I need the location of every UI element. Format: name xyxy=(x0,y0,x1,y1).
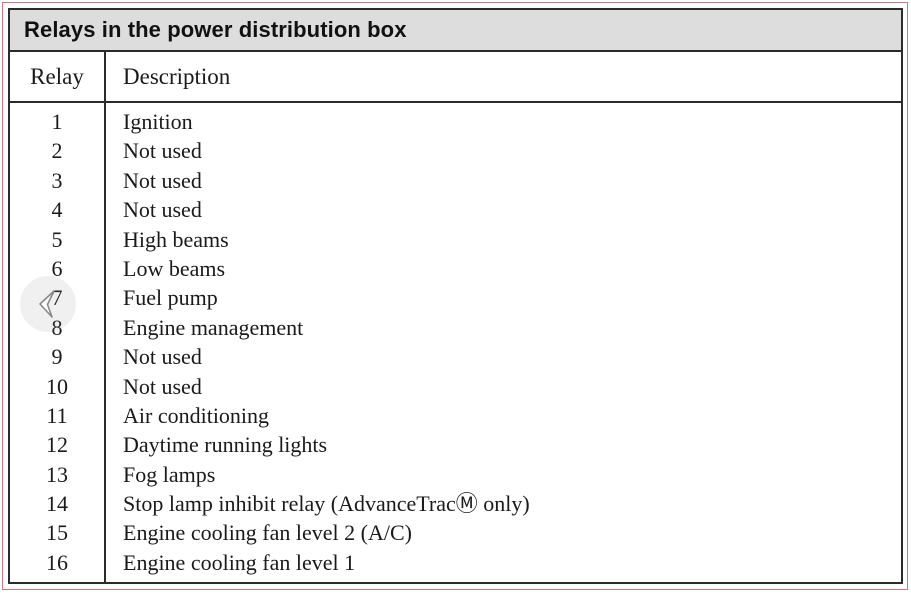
relay-number-cell: 14 xyxy=(46,491,68,517)
relay-number-cell: 2 xyxy=(51,138,63,164)
relay-number-cell: 5 xyxy=(51,226,63,252)
table-body: 1 2 3 4 5 6 7 8 9 10 11 12 13 14 15 16 I… xyxy=(10,103,901,582)
relay-description-cell: Fog lamps xyxy=(123,461,216,487)
relay-description-cell: Not used xyxy=(123,197,202,223)
relay-description-column: Ignition Not used Not used Not used High… xyxy=(106,103,901,582)
relay-description-cell: Not used xyxy=(123,373,202,399)
column-header-description: Description xyxy=(106,52,901,101)
relay-description-cell: Low beams xyxy=(123,255,226,281)
relay-description-cell: Daytime running lights xyxy=(123,432,328,458)
relay-number-column: 1 2 3 4 5 6 7 8 9 10 11 12 13 14 15 16 xyxy=(10,103,106,582)
relay-description-cell: High beams xyxy=(123,226,229,252)
relay-number-cell: 1 xyxy=(51,109,63,134)
column-header-relay: Relay xyxy=(10,52,106,101)
relay-description-cell: Stop lamp inhibit relay (AdvanceTracⓂ on… xyxy=(123,491,530,517)
relay-number-cell: 11 xyxy=(46,402,68,428)
relay-number-cell: 3 xyxy=(51,167,63,193)
relay-number-cell: 15 xyxy=(46,520,68,546)
relay-description-cell: Not used xyxy=(123,138,202,164)
relay-description-cell: Ignition xyxy=(123,109,193,134)
relay-description-cell: Not used xyxy=(123,344,202,370)
relay-description-cell: Engine management xyxy=(123,314,304,340)
relay-number-cell: 4 xyxy=(51,197,63,223)
relay-description-cell: Engine cooling fan level 2 (A/C) xyxy=(123,520,412,546)
relay-number-cell: 6 xyxy=(51,255,63,281)
relay-number-cell: 8 xyxy=(51,314,63,340)
table-title: Relays in the power distribution box xyxy=(24,17,407,42)
relay-description-cell: Fuel pump xyxy=(123,285,218,311)
table-header-row: Relay Description xyxy=(10,52,901,103)
table-title-bar: Relays in the power distribution box xyxy=(10,10,901,52)
relay-description-cell: Engine cooling fan level 1 xyxy=(123,549,356,575)
relay-number-cell: 12 xyxy=(46,432,68,458)
relay-number-cell: 10 xyxy=(46,373,68,399)
relay-table: Relays in the power distribution box Rel… xyxy=(8,8,903,584)
relay-description-cell: Not used xyxy=(123,167,202,193)
relay-number-cell: 9 xyxy=(51,344,63,370)
column-header-description-label: Description xyxy=(123,63,231,89)
relay-number-cell: 13 xyxy=(46,461,68,487)
column-header-relay-label: Relay xyxy=(30,63,84,89)
relay-description-cell: Air conditioning xyxy=(123,402,270,428)
relay-number-cell: 16 xyxy=(46,549,68,575)
relay-number-cell: 7 xyxy=(51,285,63,311)
